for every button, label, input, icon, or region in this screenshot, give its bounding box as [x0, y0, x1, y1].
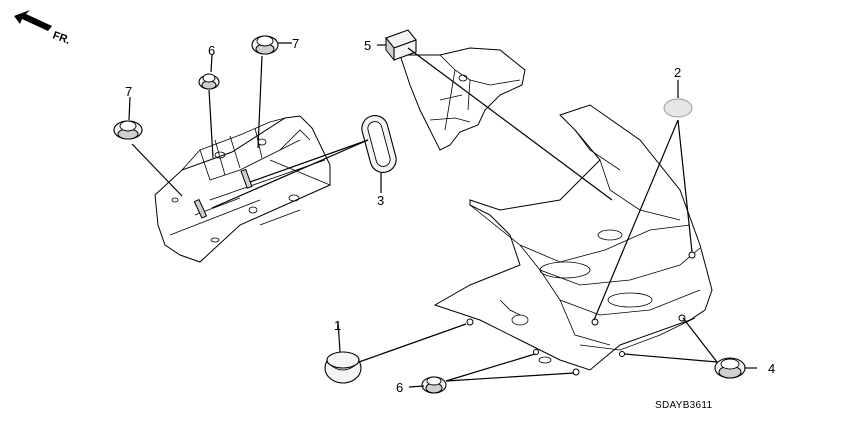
drawing-code: SDAYB3611: [655, 400, 713, 411]
callout-6-lower: 6: [396, 380, 403, 395]
rear-pillar-section: [399, 47, 526, 151]
callout-1: 1: [334, 318, 341, 333]
grommet-part-6-lower: [421, 376, 447, 394]
callout-2: 2: [674, 65, 681, 80]
rear-body-trunk: [433, 104, 713, 376]
grommet-part-7-left: [113, 120, 143, 140]
leader-lines: [128, 42, 757, 388]
callout-7-left: 7: [125, 84, 132, 99]
direction-label: FR.: [51, 30, 72, 47]
callout-3: 3: [377, 193, 384, 208]
callout-5: 5: [364, 38, 371, 53]
grommet-part-4: [714, 357, 746, 379]
callout-7-top: 7: [292, 36, 299, 51]
callout-6-upper: 6: [208, 43, 215, 58]
insulator-block-part-5: [385, 29, 417, 62]
callout-4: 4: [768, 361, 775, 376]
plug-part-1: [324, 351, 362, 384]
grommet-part-2: [663, 98, 693, 118]
grommet-part-6-upper: [198, 73, 220, 90]
front-direction-arrow-icon: [14, 10, 52, 31]
grommet-part-7-top: [251, 35, 279, 55]
grommet-part-3: [361, 114, 397, 174]
front-floor-panel: [154, 115, 331, 263]
